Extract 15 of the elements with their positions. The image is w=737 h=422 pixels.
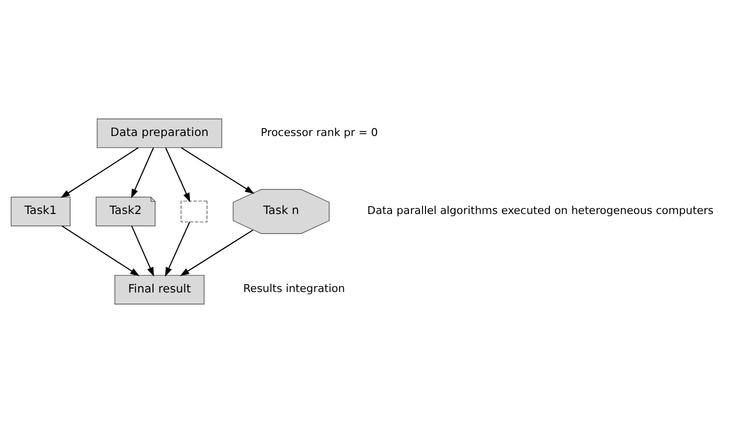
arrow: [180, 146, 254, 194]
arrow: [165, 147, 190, 202]
arrow: [180, 229, 254, 276]
node-box: Final result: [114, 274, 204, 304]
label: Data parallel algorithms executed on heterogeneous computers: [367, 204, 714, 217]
arrow: [165, 221, 190, 276]
arrow: [131, 225, 154, 276]
arrow: [62, 225, 140, 276]
arrow: [131, 147, 154, 198]
node-box: Data preparation: [96, 118, 222, 148]
label: Processor rank pr = 0: [260, 125, 378, 138]
node-dashes: [180, 200, 208, 222]
arrow: [60, 146, 139, 198]
node-box: Task1: [10, 196, 71, 226]
label: Results integration: [243, 282, 346, 295]
